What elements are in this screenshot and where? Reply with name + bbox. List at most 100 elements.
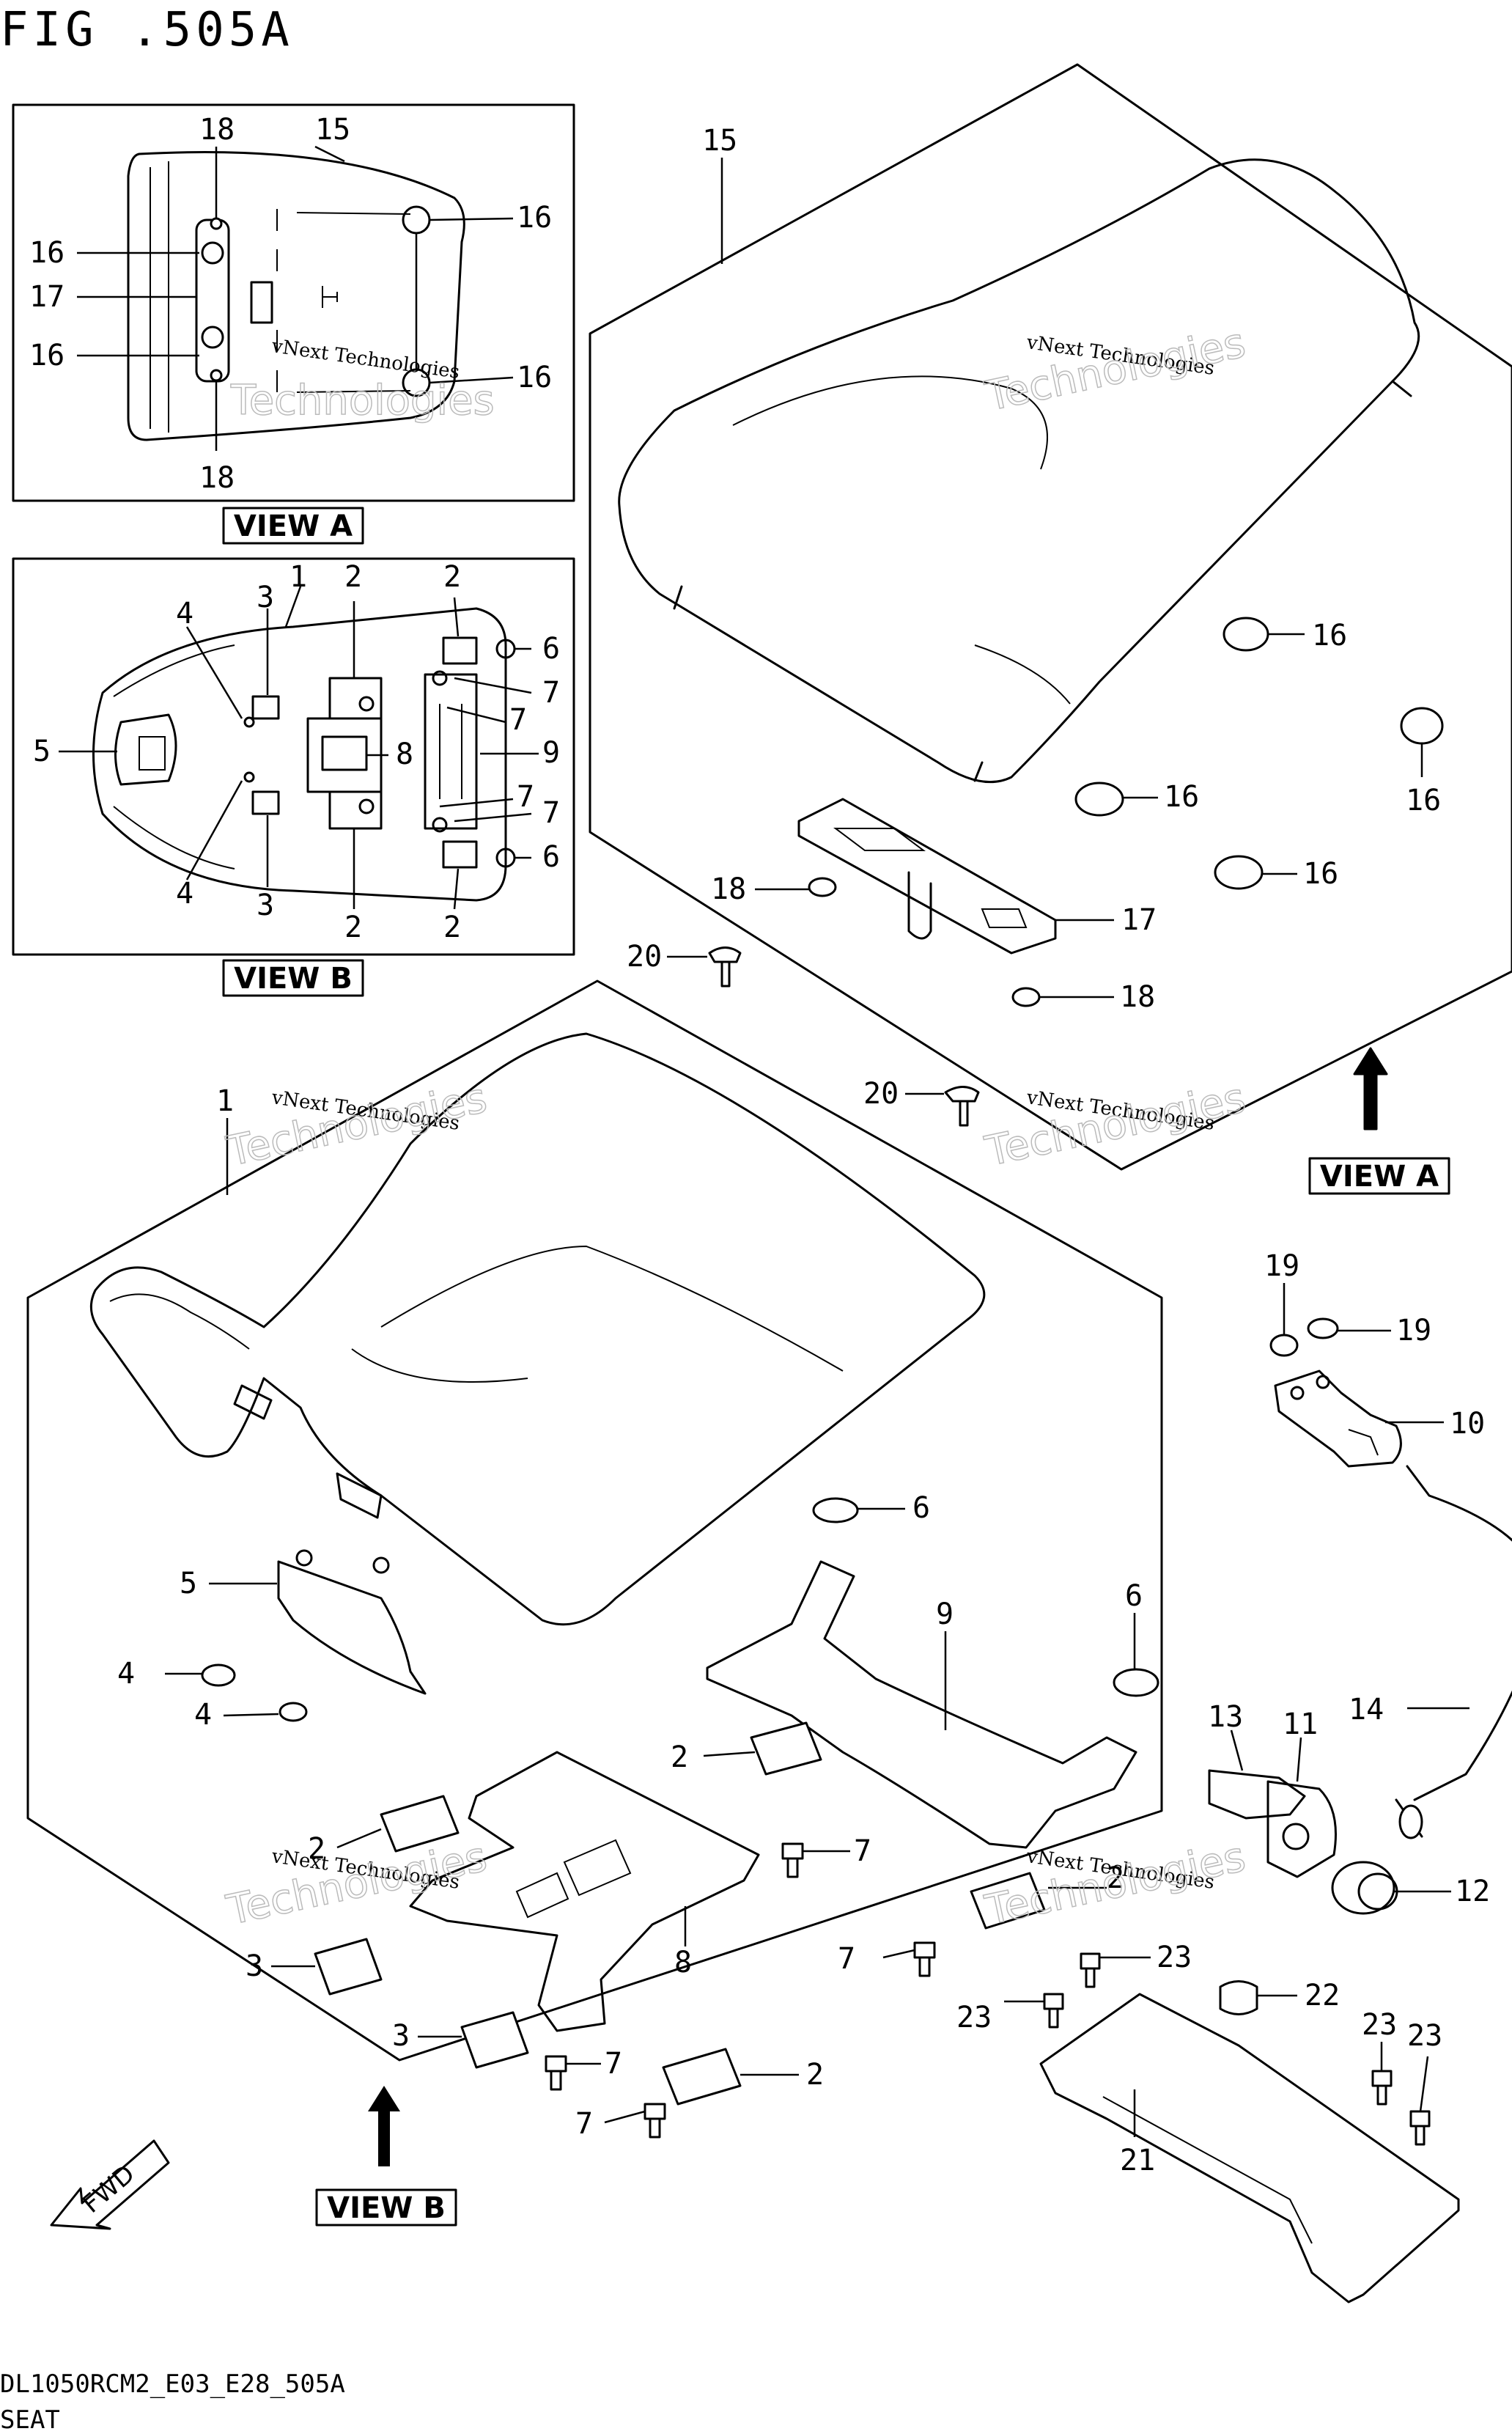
callout-20: 20 bbox=[863, 1077, 899, 1111]
bumper-16 bbox=[1222, 617, 1269, 652]
rear-seat-bottom-outline bbox=[127, 151, 465, 441]
callout-7: 7 bbox=[542, 796, 560, 830]
lock-assembly: 19 19 10 14 13 11 12 bbox=[1208, 1249, 1512, 1915]
lock-cable-14 bbox=[1406, 1465, 1512, 1801]
callout-18: 18 bbox=[1120, 980, 1155, 1014]
callout-19: 19 bbox=[1396, 1314, 1431, 1347]
callout-7: 7 bbox=[838, 1942, 855, 1976]
watermark-text: Technologies bbox=[222, 1074, 490, 1176]
callout-3: 3 bbox=[246, 1949, 263, 1983]
nut-18 bbox=[808, 877, 837, 897]
bolt-23 bbox=[1043, 1993, 1064, 2029]
callout-17: 17 bbox=[1121, 903, 1157, 937]
nut-19 bbox=[1269, 1334, 1299, 1357]
callout-21: 21 bbox=[1120, 2144, 1155, 2177]
callout-7: 7 bbox=[605, 2047, 622, 2081]
cushion-2 bbox=[442, 636, 478, 665]
callout-4: 4 bbox=[117, 1657, 135, 1691]
footer-code: DL1050RCM2_E03_E28_505A bbox=[0, 2369, 345, 2399]
callout-11: 11 bbox=[1283, 1707, 1318, 1741]
callout-23: 23 bbox=[1407, 2019, 1442, 2053]
bolt-7 bbox=[913, 1941, 936, 1977]
bumper-16 bbox=[1074, 782, 1124, 817]
rubber-3 bbox=[460, 2011, 529, 2069]
callout-7: 7 bbox=[575, 2107, 593, 2141]
rear-seat-cushion bbox=[618, 158, 1420, 784]
view-b-frame bbox=[12, 557, 575, 956]
nut-19 bbox=[1307, 1317, 1339, 1339]
fwd-arrow-icon: FWD bbox=[50, 2139, 170, 2230]
callout-7: 7 bbox=[854, 1834, 871, 1868]
callout-23: 23 bbox=[1362, 2008, 1397, 2042]
cushion-2 bbox=[442, 840, 478, 869]
callout-2: 2 bbox=[344, 911, 362, 944]
view-a-inset: 18 15 16 17 16 16 16 18 Technologies vNe… bbox=[12, 103, 575, 502]
footer-name: SEAT bbox=[0, 2405, 60, 2434]
bumper-16 bbox=[1400, 707, 1444, 745]
callout-9: 9 bbox=[542, 736, 560, 770]
view-b-inset: 1 3 2 2 4 6 7 7 5 8 9 7 7 4 6 3 2 2 bbox=[12, 557, 575, 956]
callout-1: 1 bbox=[290, 560, 307, 594]
callout-9: 9 bbox=[936, 1597, 954, 1631]
callout-4: 4 bbox=[194, 1698, 212, 1732]
callout-7: 7 bbox=[542, 676, 560, 710]
view-b-callout-box bbox=[315, 2188, 457, 2227]
front-seat-hexagon bbox=[26, 979, 1163, 2062]
callout-2: 2 bbox=[344, 560, 362, 594]
view-a-frame bbox=[12, 103, 575, 502]
cushion-2 bbox=[662, 2048, 742, 2106]
callout-17: 17 bbox=[29, 280, 64, 314]
bumper-22 bbox=[1219, 1980, 1258, 2015]
grommet-4 bbox=[279, 1702, 308, 1722]
callout-19: 19 bbox=[1264, 1249, 1299, 1283]
bolt-7 bbox=[781, 1842, 804, 1878]
seat-pad-5 bbox=[114, 713, 177, 786]
callout-18: 18 bbox=[711, 872, 746, 906]
view-b-callout: VIEW B bbox=[327, 2191, 446, 2225]
watermark-text: Technologies bbox=[981, 1074, 1249, 1176]
key-cylinder-12 bbox=[1331, 1861, 1395, 1915]
view-a-callout: VIEW A bbox=[1320, 1160, 1439, 1194]
callout-10: 10 bbox=[1450, 1407, 1485, 1441]
view-a-label: VIEW A bbox=[234, 510, 353, 543]
callout-2: 2 bbox=[443, 560, 461, 594]
nut-18 bbox=[1011, 987, 1041, 1007]
callout-16: 16 bbox=[1164, 780, 1199, 814]
bracket-9 bbox=[706, 1560, 1137, 1849]
watermark-text: vNext Technologies bbox=[270, 335, 461, 383]
bracket-assembly: 22 23 23 23 23 21 bbox=[956, 1941, 1460, 2304]
callout-6: 6 bbox=[912, 1491, 930, 1525]
callout-16: 16 bbox=[1406, 784, 1441, 817]
callout-6: 6 bbox=[542, 840, 560, 874]
bracket-21 bbox=[1039, 1993, 1460, 2304]
bolt-7 bbox=[545, 2055, 567, 2091]
callout-12: 12 bbox=[1455, 1875, 1490, 1908]
cushion-2 bbox=[970, 1872, 1046, 1930]
watermark-text: Technologies bbox=[981, 319, 1249, 421]
view-b-label-box bbox=[222, 959, 364, 997]
bolt-23 bbox=[1371, 2070, 1393, 2106]
callout-14: 14 bbox=[1349, 1693, 1384, 1727]
cushion-2 bbox=[380, 1795, 460, 1853]
callout-8: 8 bbox=[674, 1946, 692, 1979]
callout-3: 3 bbox=[257, 889, 274, 922]
bumper-16 bbox=[1214, 855, 1264, 890]
callout-16: 16 bbox=[1312, 619, 1347, 652]
callout-4: 4 bbox=[176, 597, 193, 630]
callout-1: 1 bbox=[216, 1084, 234, 1118]
front-seat-underside-outline bbox=[92, 607, 507, 902]
bolt-23 bbox=[1080, 1952, 1101, 1988]
callout-4: 4 bbox=[176, 877, 193, 911]
bracket-13 bbox=[1208, 1769, 1306, 1820]
bracket-11 bbox=[1266, 1780, 1337, 1878]
view-a-arrow-icon bbox=[1353, 1047, 1388, 1130]
callout-13: 13 bbox=[1208, 1700, 1243, 1734]
view-b-arrow-icon bbox=[368, 2086, 400, 2166]
front-seat-cushion bbox=[89, 1032, 986, 1626]
callout-6: 6 bbox=[542, 632, 560, 666]
callout-3: 3 bbox=[392, 2019, 410, 2053]
rear-seat-group: 15 16 16 16 16 17 18 18 20 20 vNext Tech… bbox=[589, 63, 1512, 1177]
rear-seat-hexagon bbox=[589, 63, 1512, 1171]
callout-16: 16 bbox=[517, 361, 552, 394]
watermark-text: Technologies bbox=[981, 1833, 1249, 1935]
